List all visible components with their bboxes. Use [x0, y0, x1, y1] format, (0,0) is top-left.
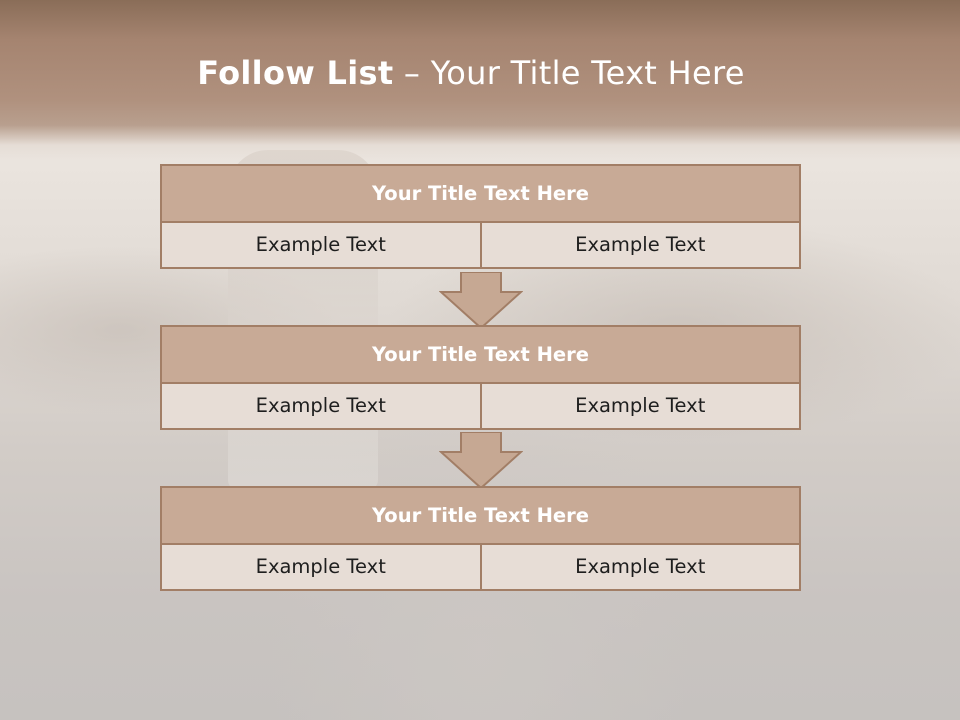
slide-title-bold: Follow List — [197, 54, 394, 92]
slide-title: Follow List – Your Title Text Here — [0, 54, 942, 92]
list-block: Your Title Text Here Example Text Exampl… — [160, 325, 801, 430]
block-cell-left: Example Text — [162, 545, 482, 589]
down-arrow-icon — [439, 272, 523, 330]
block-title: Your Title Text Here — [162, 488, 799, 545]
block-cell-left: Example Text — [162, 223, 482, 267]
slide-title-rest: – Your Title Text Here — [393, 54, 745, 92]
list-block: Your Title Text Here Example Text Exampl… — [160, 486, 801, 591]
block-cell-right: Example Text — [481, 545, 799, 589]
block-row: Example Text Example Text — [162, 384, 799, 428]
block-cell-right: Example Text — [481, 223, 799, 267]
block-title: Your Title Text Here — [162, 166, 799, 223]
block-cell-right: Example Text — [481, 384, 799, 428]
block-cell-left: Example Text — [162, 384, 482, 428]
block-row: Example Text Example Text — [162, 545, 799, 589]
block-row: Example Text Example Text — [162, 223, 799, 267]
title-band — [0, 0, 960, 160]
block-title: Your Title Text Here — [162, 327, 799, 384]
list-block: Your Title Text Here Example Text Exampl… — [160, 164, 801, 269]
down-arrow-icon — [439, 432, 523, 490]
